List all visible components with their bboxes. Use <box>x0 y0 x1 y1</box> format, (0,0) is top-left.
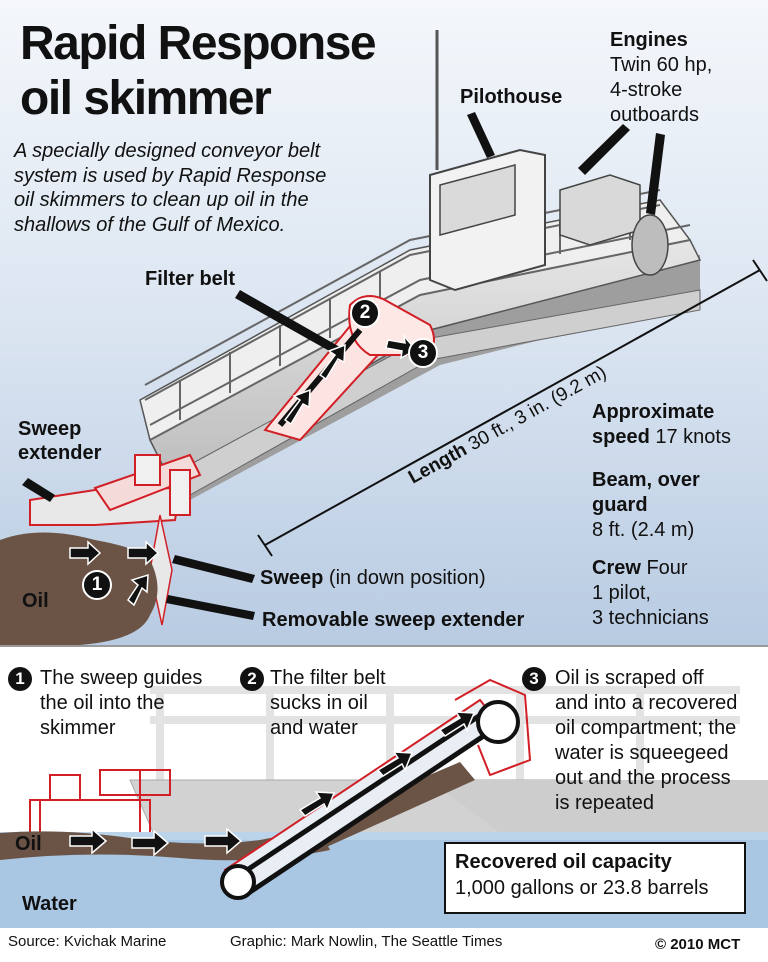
marker-3-top: 3 <box>408 338 438 368</box>
step-3-line-6: is repeated <box>555 792 654 814</box>
sweep-label: Sweep (in down position) <box>260 567 486 590</box>
step-3-text: Oil is scraped off and into a recovered … <box>555 666 737 816</box>
flow-arrows-top <box>69 333 418 607</box>
speed-spec: Approximate speed 17 knots <box>592 400 731 450</box>
capacity-box <box>444 842 746 914</box>
step-1-text: The sweep guides the oil into the skimme… <box>40 666 202 741</box>
beam-line-3: 8 ft. (2.4 m) <box>592 519 695 541</box>
capacity-title: Recovered oil capacity <box>455 851 672 873</box>
footer-source: Source: Kvichak Marine <box>8 933 167 950</box>
speed-line-2-rest: 17 knots <box>655 426 731 448</box>
speed-line-1: Approximate <box>592 401 715 423</box>
oil-label-top: Oil <box>22 590 49 612</box>
intro-line-2: system is used by Rapid Response <box>14 164 327 187</box>
crew-line-1: Crew Four <box>592 556 709 581</box>
oil-label-bottom: Oil <box>15 833 42 855</box>
water-label: Water <box>22 893 77 915</box>
step-1-line-3: skimmer <box>40 717 116 739</box>
footer-graphic: Graphic: Mark Nowlin, The Seattle Times <box>230 933 503 950</box>
pilothouse-label: Pilothouse <box>460 86 563 108</box>
callout-lines <box>22 112 665 620</box>
capacity-value: 1,000 gallons or 23.8 barrels <box>455 877 709 899</box>
sweep-extender-label-1: Sweep <box>18 418 82 440</box>
step-2-line-3: and water <box>270 717 358 739</box>
speed-line-2: speed 17 knots <box>592 425 731 450</box>
title-line-2: oil skimmer <box>20 72 272 125</box>
step-3-line-2: and into a recovered <box>555 692 738 714</box>
conveyor-belt-bottom <box>220 678 532 900</box>
crew-spec: Crew Four 1 pilot, 3 technicians <box>592 556 709 631</box>
speed-line-2-bold: speed <box>592 426 650 448</box>
sweep-label-rest: (in down position) <box>328 567 486 589</box>
intro-line-4: shallows of the Gulf of Mexico. <box>14 213 286 236</box>
beam-spec: Beam, over guard 8 ft. (2.4 m) <box>592 468 700 543</box>
oil-slick-top <box>0 532 158 645</box>
title-line-1: Rapid Response <box>20 17 377 70</box>
beam-line-1: Beam, over <box>592 469 700 491</box>
sweep-label-bold: Sweep <box>260 567 324 589</box>
step-3-line-1: Oil is scraped off <box>555 667 704 689</box>
step-2-marker: 2 <box>240 667 264 691</box>
crew-line-1-rest: Four <box>646 557 688 579</box>
step-3-line-4: water is squeegeed <box>555 742 729 764</box>
engines-line-1: Twin 60 hp, <box>610 54 713 76</box>
engines-spec: Engines Twin 60 hp, 4-stroke outboards <box>610 28 712 128</box>
beam-line-2: guard <box>592 494 648 516</box>
marker-1-top: 1 <box>82 570 112 600</box>
intro-text: A specially designed conveyor belt syste… <box>14 139 326 237</box>
step-1-line-2: the oil into the <box>40 692 165 714</box>
length-dimension <box>257 259 768 557</box>
step-3-line-5: out and the process <box>555 767 731 789</box>
step-3-line-3: oil compartment; the <box>555 717 737 739</box>
intro-line-1: A specially designed conveyor belt <box>14 140 321 162</box>
step-3-marker: 3 <box>522 667 546 691</box>
filter-belt-label: Filter belt <box>145 268 236 290</box>
step-1-line-1: The sweep guides <box>40 667 203 689</box>
crew-line-2: 1 pilot, <box>592 582 651 604</box>
removable-sweep-label: Removable sweep extender <box>262 609 525 631</box>
crew-line-1-bold: Crew <box>592 557 641 579</box>
crew-line-3: 3 technicians <box>592 607 709 629</box>
marker-2-top: 2 <box>350 298 380 328</box>
footer-copyright: © 2010 MCT <box>655 936 741 953</box>
intro-line-3: oil skimmers to clean up oil in the <box>14 189 309 211</box>
step-1-marker: 1 <box>8 667 32 691</box>
engines-title: Engines <box>610 29 688 51</box>
step-2-line-2: sucks in oil <box>270 692 368 714</box>
step-2-line-1: The filter belt <box>270 667 386 689</box>
step-2-text: The filter belt sucks in oil and water <box>270 666 386 741</box>
sweep-extender-label-2: extender <box>18 442 102 464</box>
engines-line-2: 4-stroke <box>610 79 683 101</box>
sweep-top <box>29 453 202 626</box>
engines-line-3: outboards <box>610 104 699 126</box>
